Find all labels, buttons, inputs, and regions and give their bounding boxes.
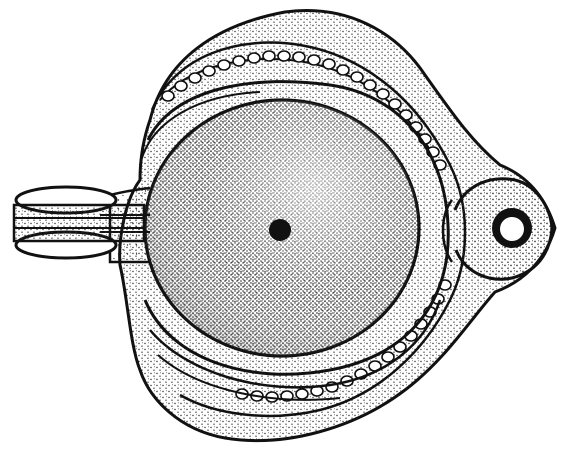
lamp-handle	[14, 187, 150, 262]
filling-hole	[269, 219, 291, 241]
